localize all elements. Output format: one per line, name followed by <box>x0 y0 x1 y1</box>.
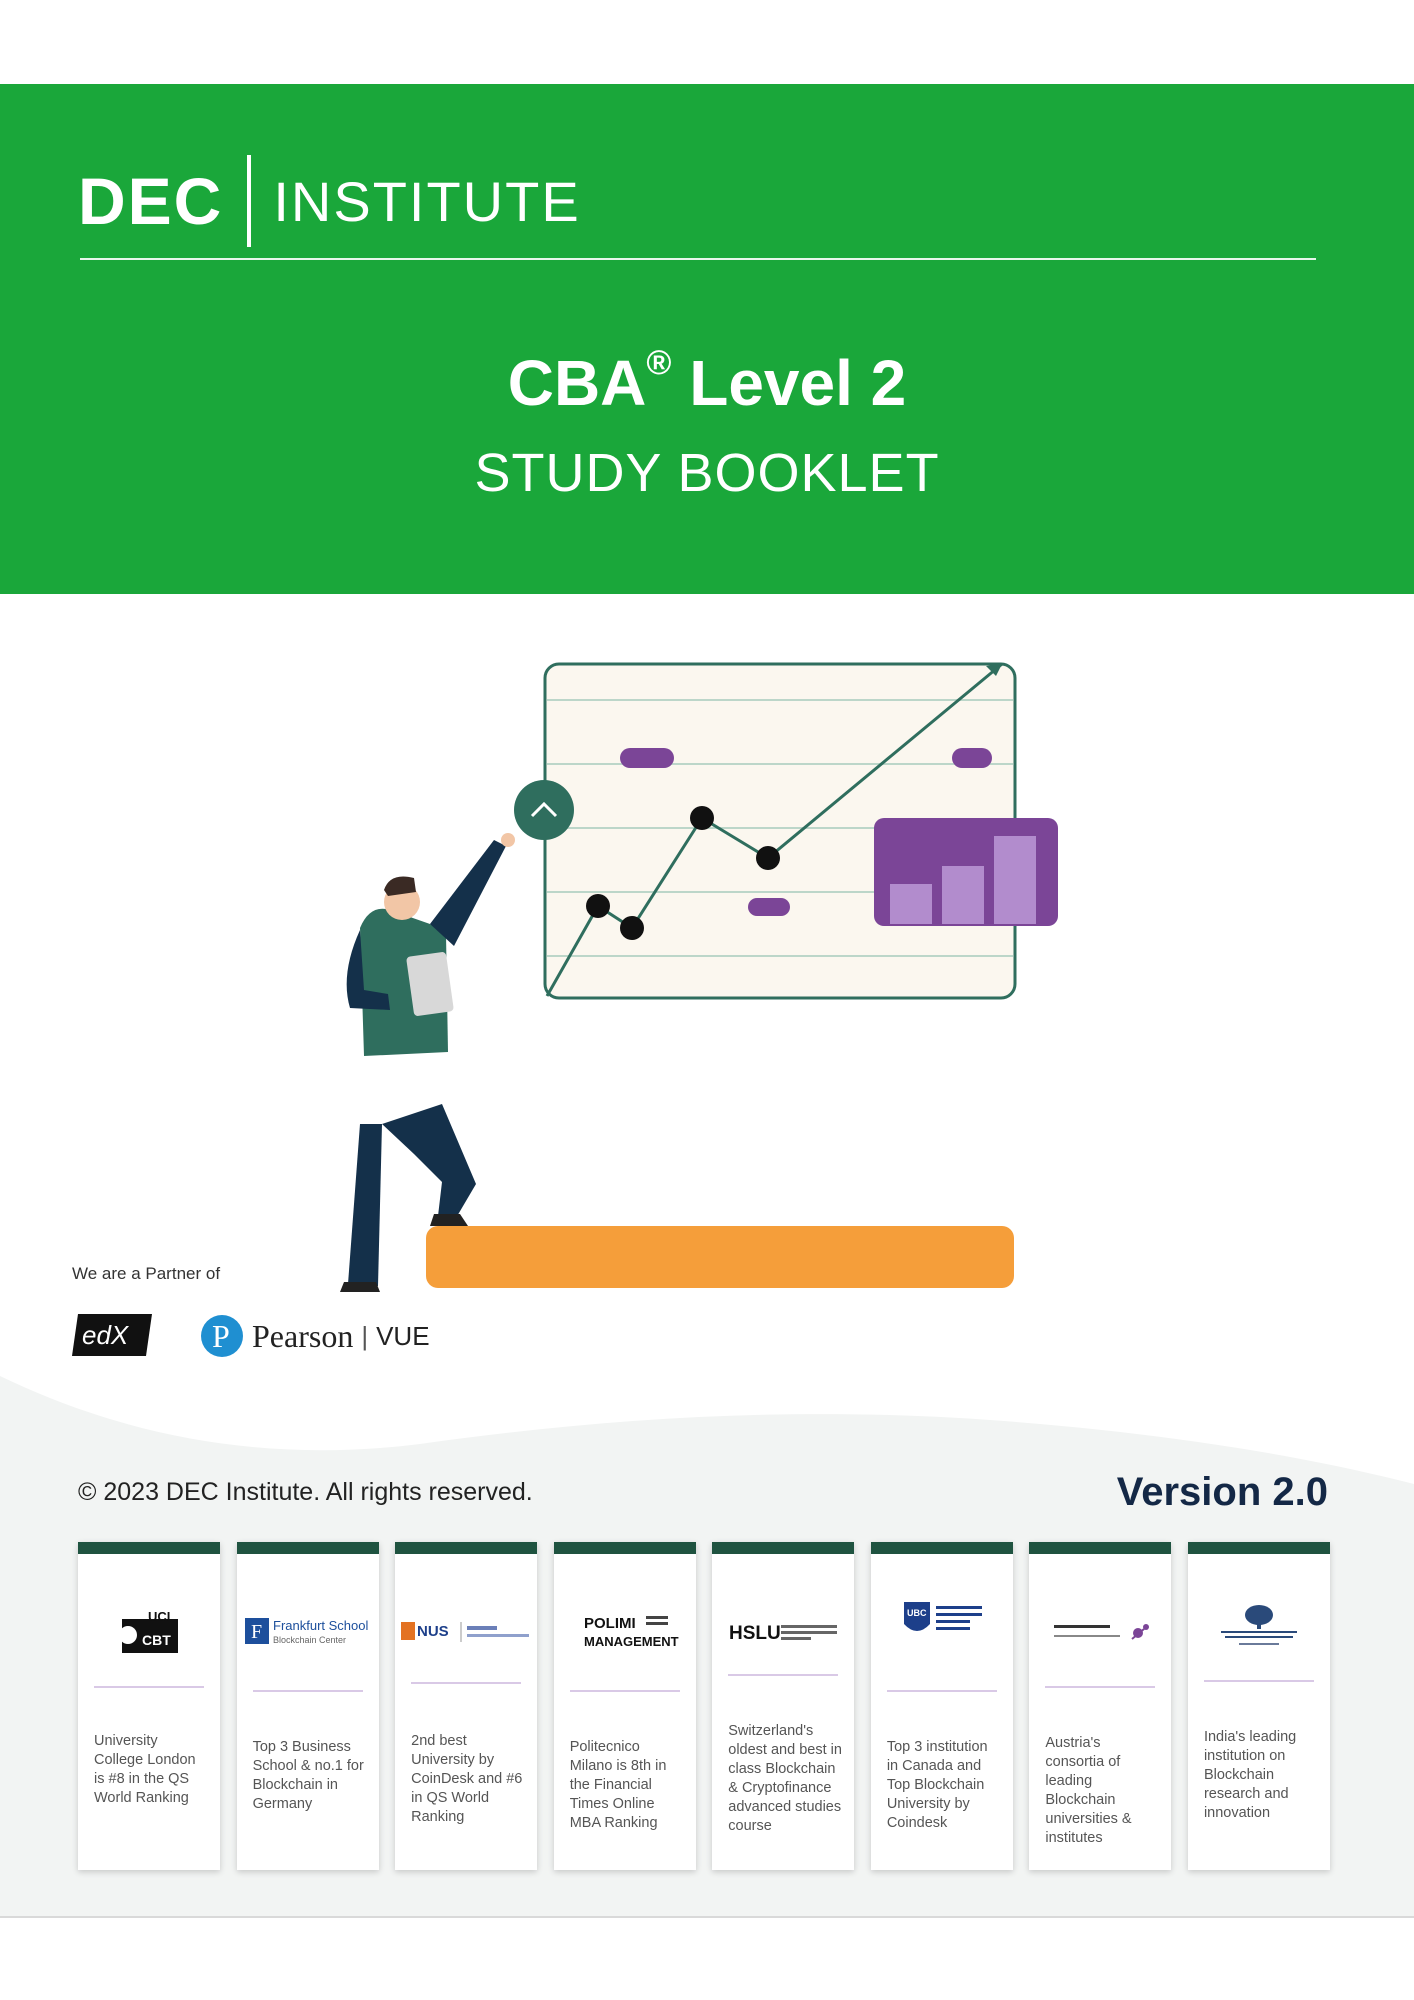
hslu-logo: HSLU <box>712 1604 854 1660</box>
svg-text:UCL: UCL <box>148 1609 175 1624</box>
pearson-vue: VUE <box>376 1320 430 1351</box>
frankfurt-school-logo: F Frankfurt School Blockchain Center <box>237 1604 379 1660</box>
pearson-name: Pearson <box>252 1317 354 1354</box>
page-title: CBA® Level 2 <box>0 344 1414 420</box>
copyright-text: © 2023 DEC Institute. All rights reserve… <box>78 1478 533 1506</box>
card-divider <box>411 1682 522 1684</box>
nus-fintech-logo: NUS <box>395 1604 537 1660</box>
title-level: Level 2 <box>671 347 907 419</box>
svg-text:F: F <box>251 1621 262 1643</box>
card-description: 2nd best University by CoinDesk and #6 i… <box>411 1733 523 1825</box>
registered-mark: ® <box>646 344 672 382</box>
card-divider <box>886 1690 997 1692</box>
university-partner-cards: UCL CBT University College London is #8 … <box>78 1542 1330 1872</box>
pearson-p-icon: P <box>201 1315 243 1357</box>
pearson-vue-logo: P Pearson | VUE <box>200 1314 430 1358</box>
pearson-separator: | <box>361 1320 369 1351</box>
card-description: Top 3 institution in Canada and Top Bloc… <box>886 1739 988 1831</box>
analyst-with-rising-chart-illustration <box>340 662 1058 1292</box>
svg-text:HSLU: HSLU <box>729 1623 781 1644</box>
booklet-cover: DEC INSTITUTE CBA® Level 2 STUDY BOOKLET <box>0 84 1414 1918</box>
partner-card-nus: NUS 2nd best University by CoinDesk and … <box>395 1542 538 1870</box>
ucl-cbt-logo: UCL CBT <box>78 1604 220 1660</box>
svg-text:POLIMI: POLIMI <box>584 1615 636 1632</box>
card-divider <box>1203 1680 1314 1682</box>
brand-dec: DEC <box>78 164 224 238</box>
card-description: India's leading institution on Blockchai… <box>1203 1729 1297 1821</box>
header-rule <box>80 258 1316 260</box>
edx-logo-text: edX <box>82 1320 130 1350</box>
card-description: Austria's consortia of leading Blockchai… <box>1045 1735 1132 1846</box>
card-description: Top 3 Business School & no.1 for Blockch… <box>252 1739 364 1812</box>
card-description: University College London is #8 in the Q… <box>94 1733 196 1806</box>
iiit-bangalore-logo <box>1188 1598 1330 1654</box>
svg-text:CBT: CBT <box>142 1632 171 1648</box>
card-divider <box>1045 1686 1156 1688</box>
partner-card-ubc: UBC Top 3 institution in Canada and Top … <box>870 1542 1013 1870</box>
abc-research-logo <box>1029 1604 1171 1660</box>
polimi-management-logo: POLIMI MANAGEMENT <box>554 1604 696 1660</box>
card-divider <box>569 1690 680 1692</box>
partner-card-frankfurt: F Frankfurt School Blockchain Center Top… <box>236 1542 379 1870</box>
brand-divider <box>247 155 252 247</box>
partner-card-abc-research: Austria's consortia of leading Blockchai… <box>1029 1542 1172 1870</box>
svg-text:P: P <box>212 1318 230 1354</box>
card-divider <box>728 1674 839 1676</box>
brand-institute: INSTITUTE <box>273 169 581 233</box>
card-divider <box>252 1690 363 1692</box>
edx-logo: edX <box>72 1314 152 1356</box>
card-divider <box>94 1686 204 1688</box>
version-label: Version 2.0 <box>1116 1470 1328 1514</box>
title-main: CBA <box>507 347 647 419</box>
page-subtitle: STUDY BOOKLET <box>474 443 940 503</box>
svg-text:UBC: UBC <box>907 1608 927 1618</box>
card-description: Switzerland's oldest and best in class B… <box>728 1723 842 1834</box>
partner-card-polimi: POLIMI MANAGEMENT Politecnico Milano is … <box>553 1542 696 1870</box>
card-description: Politecnico Milano is 8th in the Financi… <box>569 1739 667 1831</box>
ubc-logo: UBC <box>871 1592 1013 1648</box>
partner-card-iiit-bangalore: India's leading institution on Blockchai… <box>1187 1542 1330 1870</box>
svg-text:NUS: NUS <box>417 1623 449 1640</box>
partner-label: We are a Partner of <box>72 1264 221 1283</box>
partner-card-ucl: UCL CBT University College London is #8 … <box>78 1542 220 1870</box>
svg-text:MANAGEMENT: MANAGEMENT <box>584 1634 679 1649</box>
svg-text:Frankfurt School: Frankfurt School <box>273 1618 368 1633</box>
cover-header: DEC INSTITUTE CBA® Level 2 STUDY BOOKLET <box>0 84 1414 594</box>
dec-institute-logo: DEC INSTITUTE <box>78 155 581 247</box>
partner-card-hslu: HSLU Switzerland's oldest and best in cl… <box>712 1542 855 1870</box>
svg-text:Blockchain Center: Blockchain Center <box>273 1635 346 1645</box>
